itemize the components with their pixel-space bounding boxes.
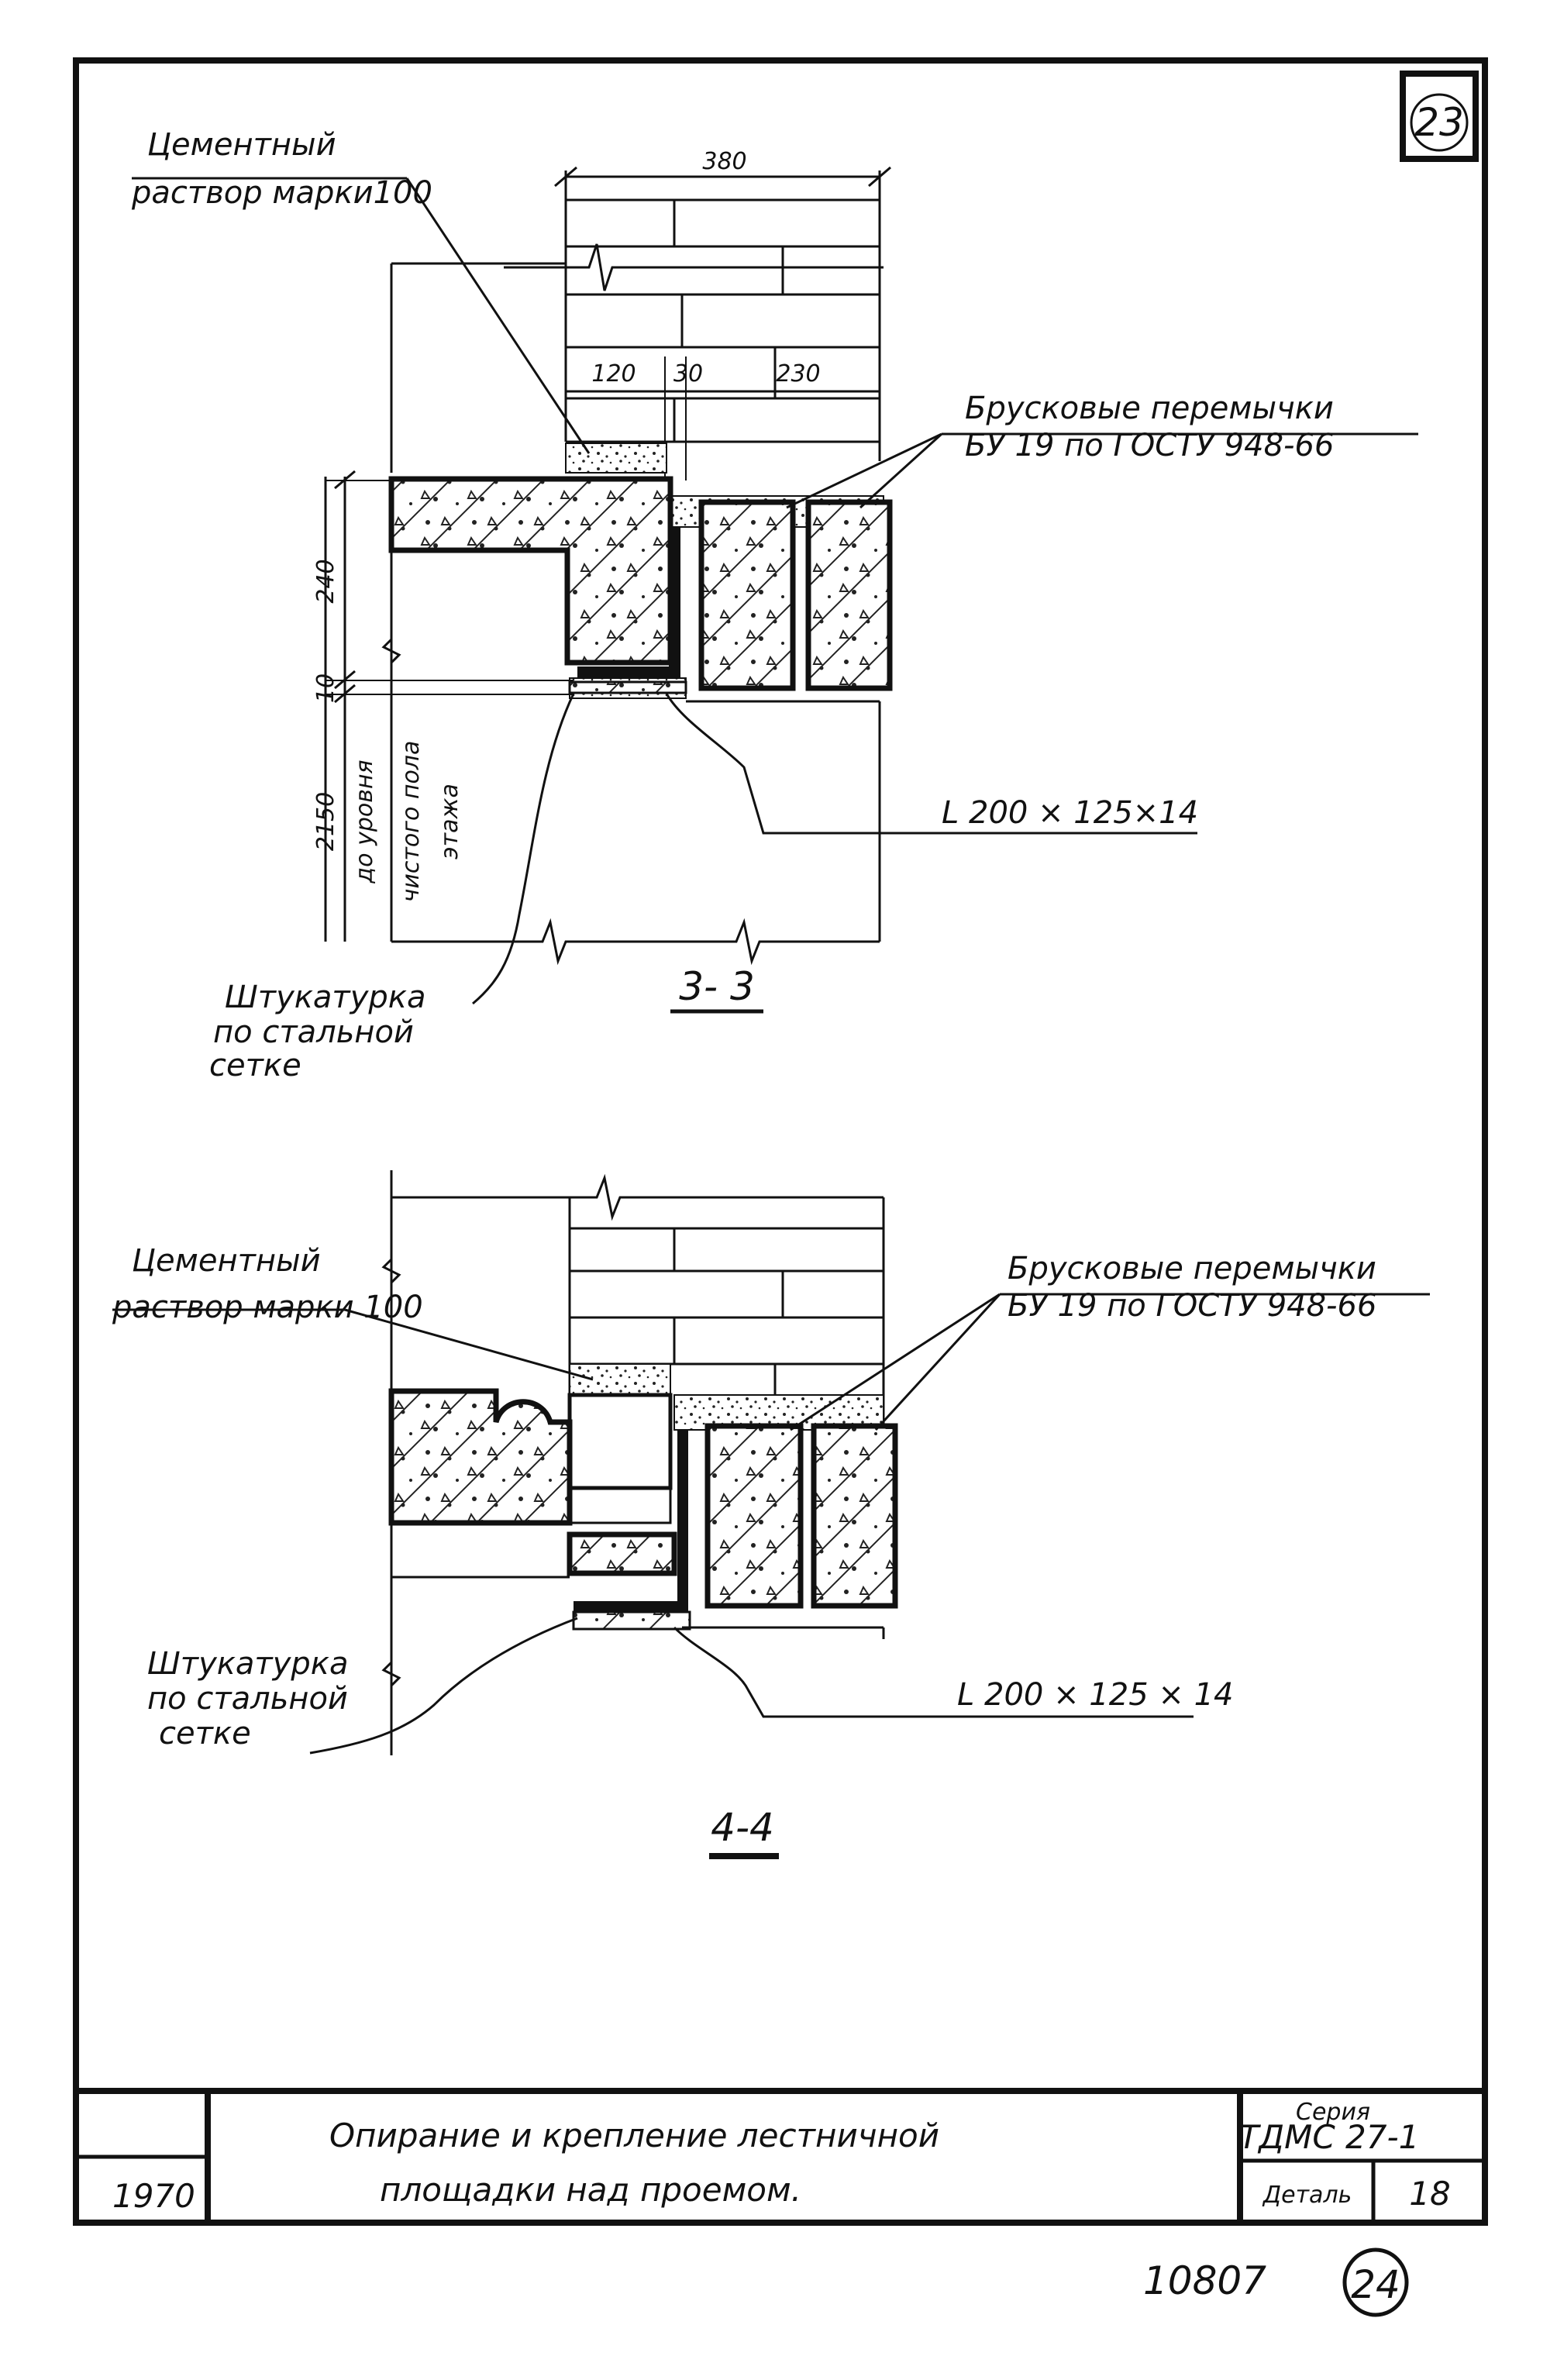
mortar-label-4-4-line-1: Цементный bbox=[132, 1243, 321, 1279]
landing-slab-4-4 bbox=[388, 1388, 573, 1526]
dim-2150: 2150 bbox=[312, 792, 339, 851]
mortar-bed-3-3 bbox=[565, 443, 667, 474]
plaster-label-line-2: по стальной bbox=[213, 1014, 414, 1050]
sheet-frame bbox=[73, 57, 1488, 2226]
angle-label-4-4: L 200 × 125 × 14 bbox=[957, 1677, 1233, 1713]
dim-240: 240 bbox=[312, 559, 339, 603]
series-label: Серия bbox=[1296, 2099, 1370, 2126]
level-note-line-2: чистого пола bbox=[398, 741, 425, 903]
dim-230: 230 bbox=[776, 360, 820, 387]
lintel-bu19-4 bbox=[811, 1423, 898, 1609]
level-note-line-1: до уровня bbox=[351, 759, 378, 883]
detail-label: Деталь bbox=[1262, 2182, 1352, 2209]
landing-slab-3-3 bbox=[388, 476, 673, 666]
plaster-label-line-3: сетке bbox=[209, 1048, 301, 1083]
lintels-label-4-4-line-1: Брусковые перемычки bbox=[1008, 1251, 1376, 1286]
series-value: ТДМС 27-1 bbox=[1239, 2118, 1420, 2156]
lintels-label-line-2: БУ 19 по ГОСТУ 948-66 bbox=[965, 428, 1334, 463]
dim-380: 380 bbox=[702, 148, 746, 175]
mortar-label-line-1: Цементный bbox=[147, 127, 336, 163]
brick-wall-3-3 bbox=[504, 170, 884, 461]
slab-rib-4-4 bbox=[567, 1393, 673, 1490]
lintels-label-line-1: Брусковые перемычки bbox=[965, 391, 1334, 426]
next-sheet-circle bbox=[1342, 2247, 1409, 2317]
level-note-line-3: этажа bbox=[436, 784, 463, 859]
mortar-bed-4-4 bbox=[569, 1363, 671, 1396]
support-block-4-4 bbox=[567, 1531, 677, 1576]
mortar-label-line-2: раствор марки100 bbox=[131, 175, 432, 211]
lintel-bu19-3 bbox=[704, 1423, 804, 1609]
dim-10: 10 bbox=[312, 673, 339, 703]
title-block: Опирание и крепление лестничной площадки… bbox=[112, 2099, 1451, 2215]
plaster-label-4-4-line-1: Штукатурка bbox=[147, 1646, 348, 1682]
dim-120: 120 bbox=[591, 360, 636, 387]
mortar-label-4-4-line-2: раствор марки 100 bbox=[112, 1290, 423, 1325]
angle-label-3-3: L 200 × 125×14 bbox=[942, 795, 1198, 831]
stamp-number: 10807 bbox=[1143, 2258, 1266, 2303]
section-title-3-3: 3- 3 bbox=[679, 964, 755, 1009]
dim-30: 30 bbox=[673, 360, 703, 387]
plaster-4-4 bbox=[572, 1610, 691, 1631]
section-3-3: 380 120 30 230 bbox=[131, 127, 1418, 1083]
title-line-1: Опирание и крепление лестничной bbox=[329, 2117, 939, 2154]
year: 1970 bbox=[112, 2177, 195, 2215]
detail-value: 18 bbox=[1409, 2175, 1450, 2213]
section-4-4: Цементный раствор марки 100 Брусковые пе… bbox=[112, 1170, 1430, 1859]
plaster-label-4-4-line-2: по стальной bbox=[147, 1681, 348, 1717]
steel-angle-3-3 bbox=[577, 527, 680, 678]
next-sheet-number: 24 bbox=[1351, 2262, 1400, 2307]
plaster-label-line-1: Штукатурка bbox=[225, 980, 425, 1015]
lintel-bu19-2 bbox=[805, 499, 893, 691]
sheet-number: 23 bbox=[1414, 100, 1464, 145]
plaster-label-4-4-line-3: сетке bbox=[159, 1716, 251, 1751]
lintels-label-4-4-line-2: БУ 19 по ГОСТУ 948-66 bbox=[1008, 1288, 1376, 1324]
section-title-4-4: 4-4 bbox=[711, 1805, 774, 1850]
title-line-2: площадки над проемом. bbox=[380, 2171, 801, 2209]
lintel-bu19-1 bbox=[698, 499, 796, 691]
sheet-number-circle bbox=[1410, 93, 1469, 152]
